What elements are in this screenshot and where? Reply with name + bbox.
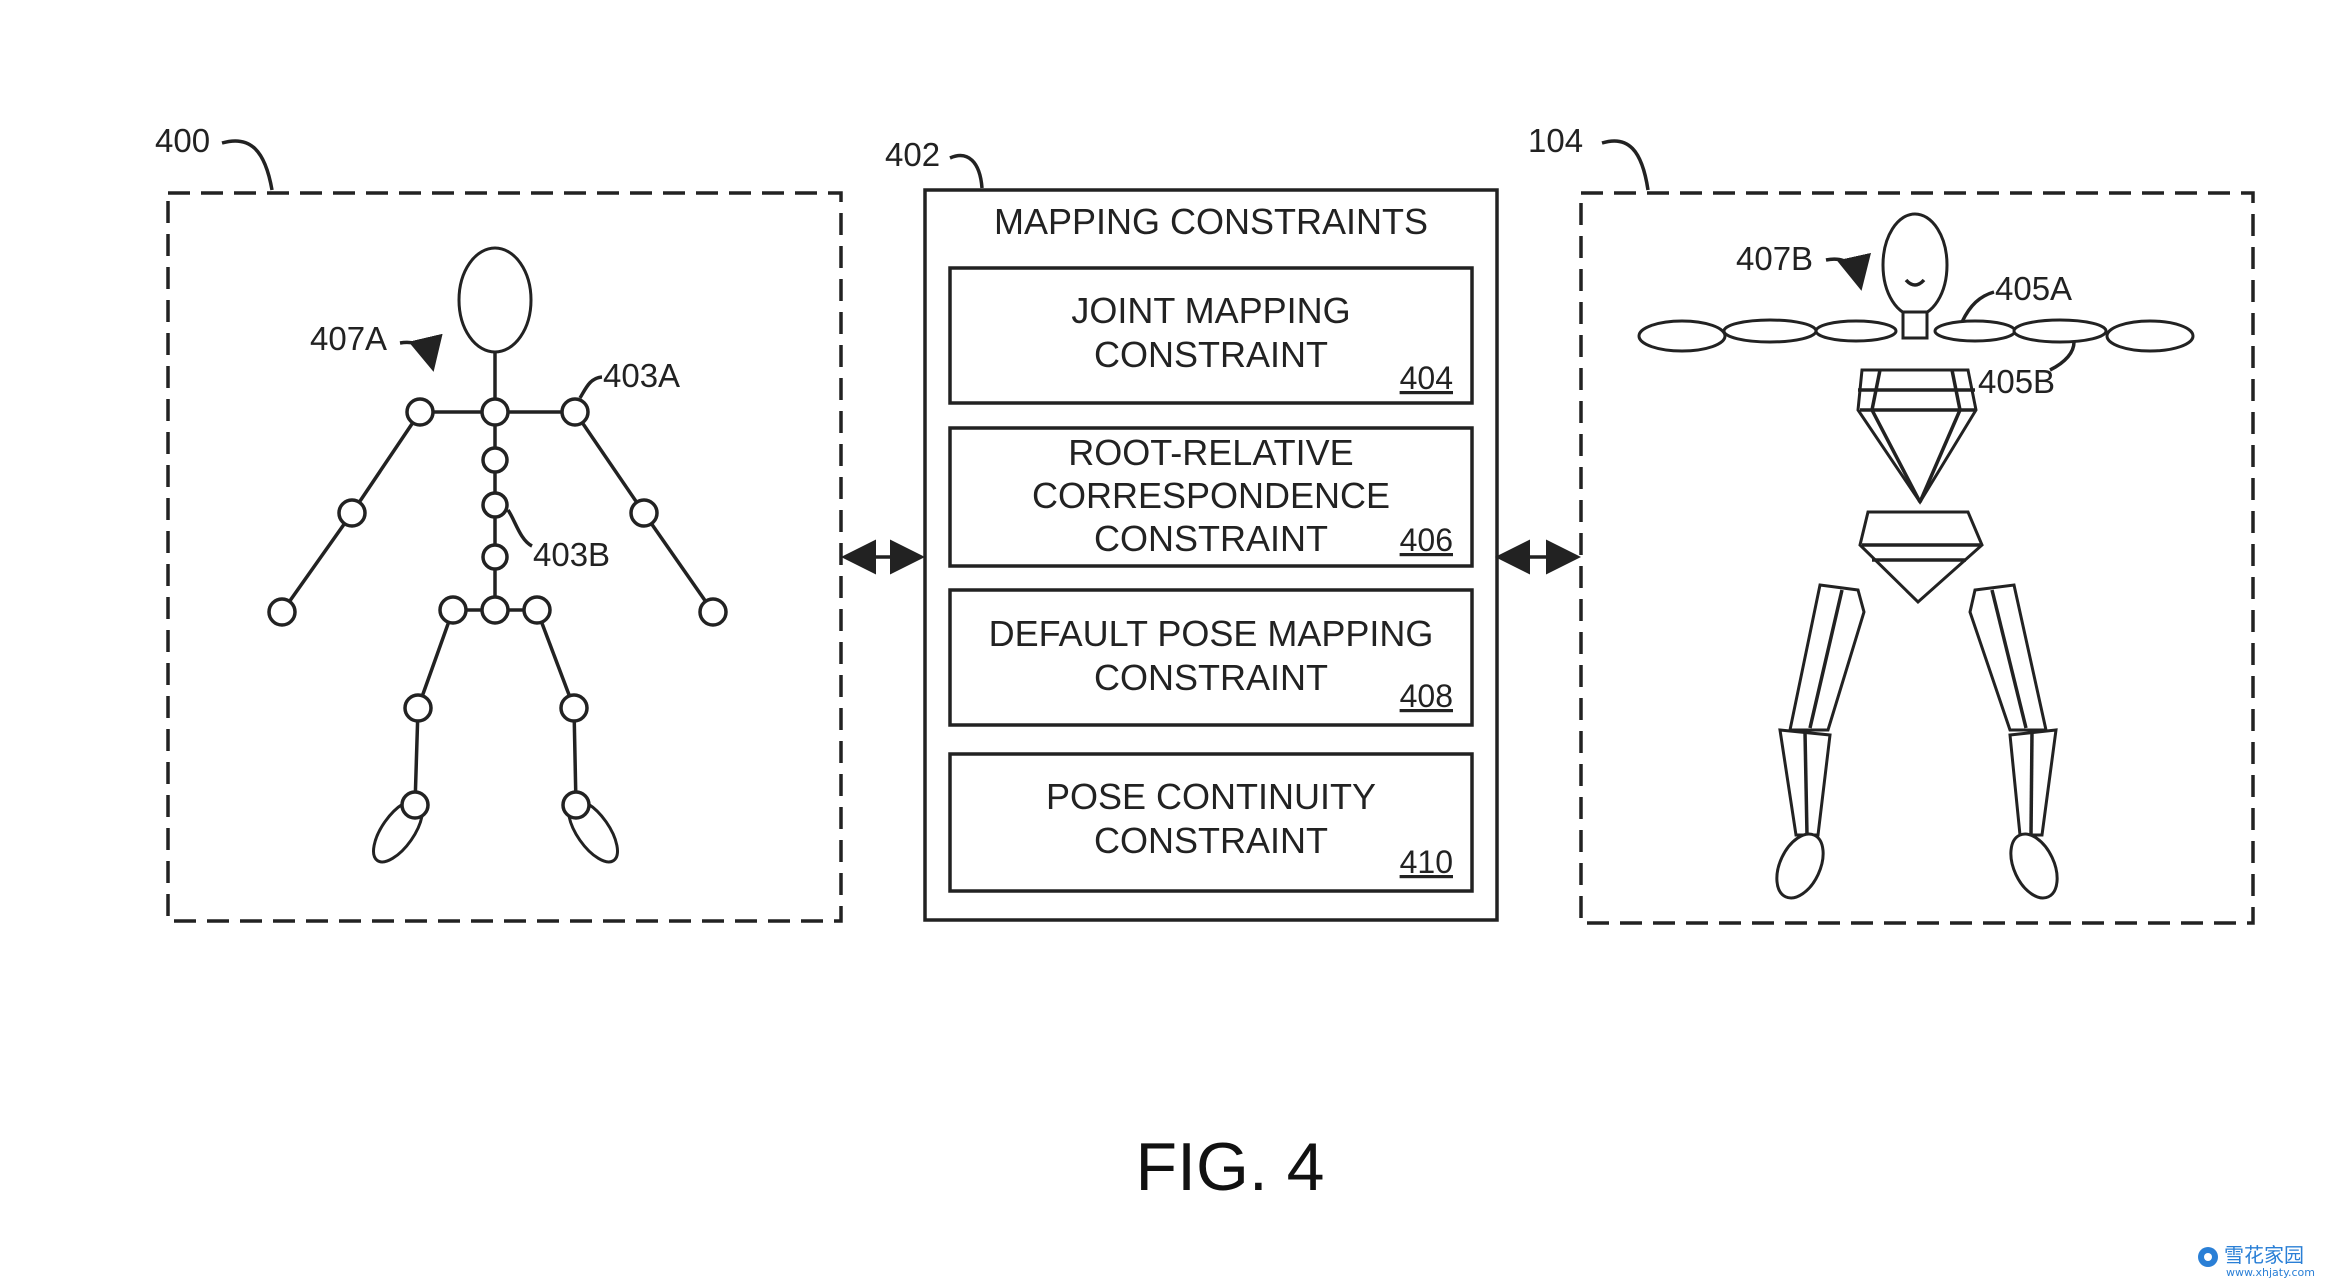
callout-407b-leader bbox=[1825, 252, 1871, 291]
constraint-joint-mapping: JOINT MAPPING CONSTRAINT 404 bbox=[948, 266, 1474, 405]
skeleton-head bbox=[457, 246, 533, 354]
left-panel: 400 bbox=[155, 122, 843, 923]
constraint-pose-continuity: POSE CONTINUITY CONSTRAINT 410 bbox=[948, 752, 1474, 893]
svg-text:JOINT MAPPING: JOINT MAPPING bbox=[1071, 290, 1350, 331]
right-panel-ref: 104 bbox=[1528, 122, 1583, 159]
svg-text:DEFAULT POSE MAPPING: DEFAULT POSE MAPPING bbox=[989, 613, 1434, 654]
svg-text:POSE CONTINUITY: POSE CONTINUITY bbox=[1046, 776, 1376, 817]
character-head bbox=[1881, 212, 1949, 318]
callout-403b-leader bbox=[506, 508, 533, 548]
callout-405b: 405B bbox=[1978, 363, 2055, 400]
mapping-constraints-box bbox=[923, 188, 1499, 922]
watermark: 雪花家园 www.xhjaty.com bbox=[2198, 1243, 2315, 1279]
center-panel: 402 MAPPING CONSTRAINTS JOINT MAPPING CO… bbox=[885, 136, 1499, 922]
callout-403a: 403A bbox=[603, 357, 680, 394]
callout-407a-leader bbox=[399, 333, 443, 372]
right-panel-border bbox=[1579, 191, 2255, 925]
svg-text:雪花家园: 雪花家园 bbox=[2224, 1243, 2304, 1267]
right-panel-ref-leader bbox=[1601, 139, 1650, 191]
constraint-ref-410: 410 bbox=[1400, 844, 1453, 880]
left-panel-ref-leader bbox=[221, 139, 274, 191]
callout-405b-leader bbox=[2049, 341, 2076, 372]
constraint-root-relative: ROOT-RELATIVE CORRESPONDENCE CONSTRAINT … bbox=[948, 426, 1474, 568]
mapping-constraints-title: MAPPING CONSTRAINTS bbox=[994, 201, 1428, 242]
center-panel-ref: 402 bbox=[885, 136, 940, 173]
figure-caption: FIG. 4 bbox=[1136, 1129, 1325, 1205]
right-panel: 104 bbox=[1528, 122, 2255, 925]
callout-405a-leader bbox=[1960, 290, 1995, 323]
callout-403b: 403B bbox=[533, 536, 610, 573]
constraint-ref-408: 408 bbox=[1400, 678, 1453, 714]
center-panel-ref-leader bbox=[949, 153, 984, 189]
svg-text:CORRESPONDENCE: CORRESPONDENCE bbox=[1032, 475, 1390, 516]
svg-text:www.xhjaty.com: www.xhjaty.com bbox=[2226, 1266, 2315, 1279]
callout-407a: 407A bbox=[310, 320, 387, 357]
callout-407b: 407B bbox=[1736, 240, 1813, 277]
svg-text:CONSTRAINT: CONSTRAINT bbox=[1094, 334, 1328, 375]
svg-text:ROOT-RELATIVE: ROOT-RELATIVE bbox=[1068, 432, 1353, 473]
constraint-ref-406: 406 bbox=[1400, 522, 1453, 558]
svg-text:CONSTRAINT: CONSTRAINT bbox=[1094, 518, 1328, 559]
character-pelvis bbox=[1858, 510, 1984, 605]
left-panel-ref: 400 bbox=[155, 122, 210, 159]
constraint-default-pose: DEFAULT POSE MAPPING CONSTRAINT 408 bbox=[948, 588, 1474, 727]
constraint-ref-404: 404 bbox=[1400, 360, 1453, 396]
character-chest bbox=[1856, 368, 1978, 505]
callout-403a-leader bbox=[578, 375, 603, 399]
skeleton-joints bbox=[267, 397, 728, 820]
mesh-character bbox=[1637, 212, 2195, 900]
svg-text:CONSTRAINT: CONSTRAINT bbox=[1094, 820, 1328, 861]
skeleton-figure bbox=[267, 246, 728, 864]
svg-text:CONSTRAINT: CONSTRAINT bbox=[1094, 657, 1328, 698]
watermark-logo-icon bbox=[2198, 1247, 2218, 1267]
callout-405a: 405A bbox=[1995, 270, 2072, 307]
